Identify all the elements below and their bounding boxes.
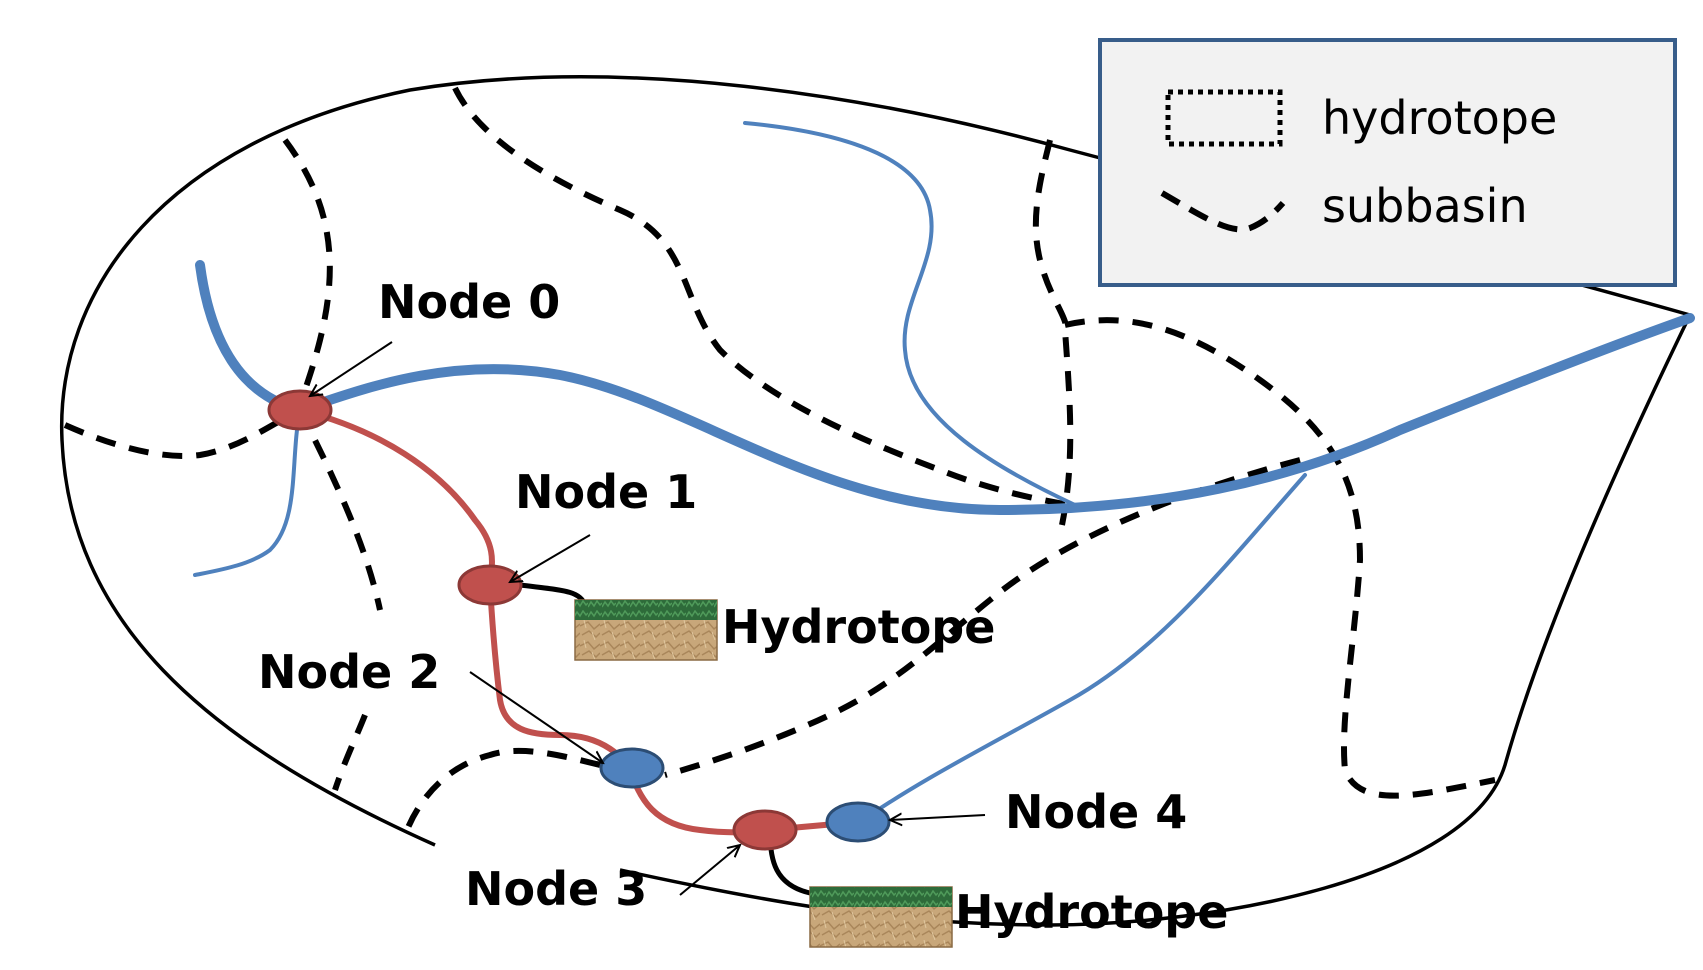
node-4-marker: [825, 801, 891, 843]
node-1-marker: [457, 564, 523, 606]
legend: hydrotope subbasin: [1098, 38, 1677, 287]
subbasin-boundary: [1032, 139, 1074, 526]
node-2-arrow: [469, 671, 603, 763]
tributary: [743, 121, 1077, 507]
node-3-arrow: [679, 845, 740, 896]
legend-label-hydrotope: hydrotope: [1322, 91, 1557, 145]
subbasin-boundary: [1064, 317, 1496, 799]
subbasin-legend-icon: [1160, 190, 1286, 233]
legend-label-subbasin: subbasin: [1322, 179, 1528, 233]
node-0-label: Node 0: [378, 275, 560, 329]
subbasin-boundary: [332, 713, 368, 791]
node-1-arrow: [510, 534, 591, 582]
node-3-marker: [732, 809, 798, 851]
tributary: [858, 473, 1307, 824]
subbasin-boundary: [63, 407, 302, 459]
hydrotope-legend-icon: [1165, 89, 1283, 147]
subbasin-boundary: [282, 138, 333, 411]
hydrotope-image: [574, 599, 718, 661]
hydrotope-label: Hydrotope: [955, 885, 1228, 939]
node-1-label: Node 1: [515, 465, 697, 519]
node-0-arrow: [310, 341, 393, 396]
node-0-marker: [267, 389, 333, 431]
subbasin-boundary: [452, 86, 1071, 508]
hydrotope-image: [809, 886, 953, 948]
node-4-label: Node 4: [1005, 785, 1187, 839]
subbasin-boundary: [402, 747, 601, 837]
node-3-label: Node 3: [465, 862, 647, 916]
hydrotope-label: Hydrotope: [722, 600, 995, 654]
routing-path: [297, 407, 861, 836]
subbasin-boundary: [297, 408, 383, 611]
node-2-label: Node 2: [258, 645, 440, 699]
node-4-arrow: [890, 815, 986, 820]
node-2-marker: [599, 747, 665, 789]
subbasin-boundaries: [63, 86, 1496, 837]
legend-box: [1098, 38, 1677, 287]
tributary: [193, 408, 302, 577]
label-arrows: [310, 341, 986, 896]
